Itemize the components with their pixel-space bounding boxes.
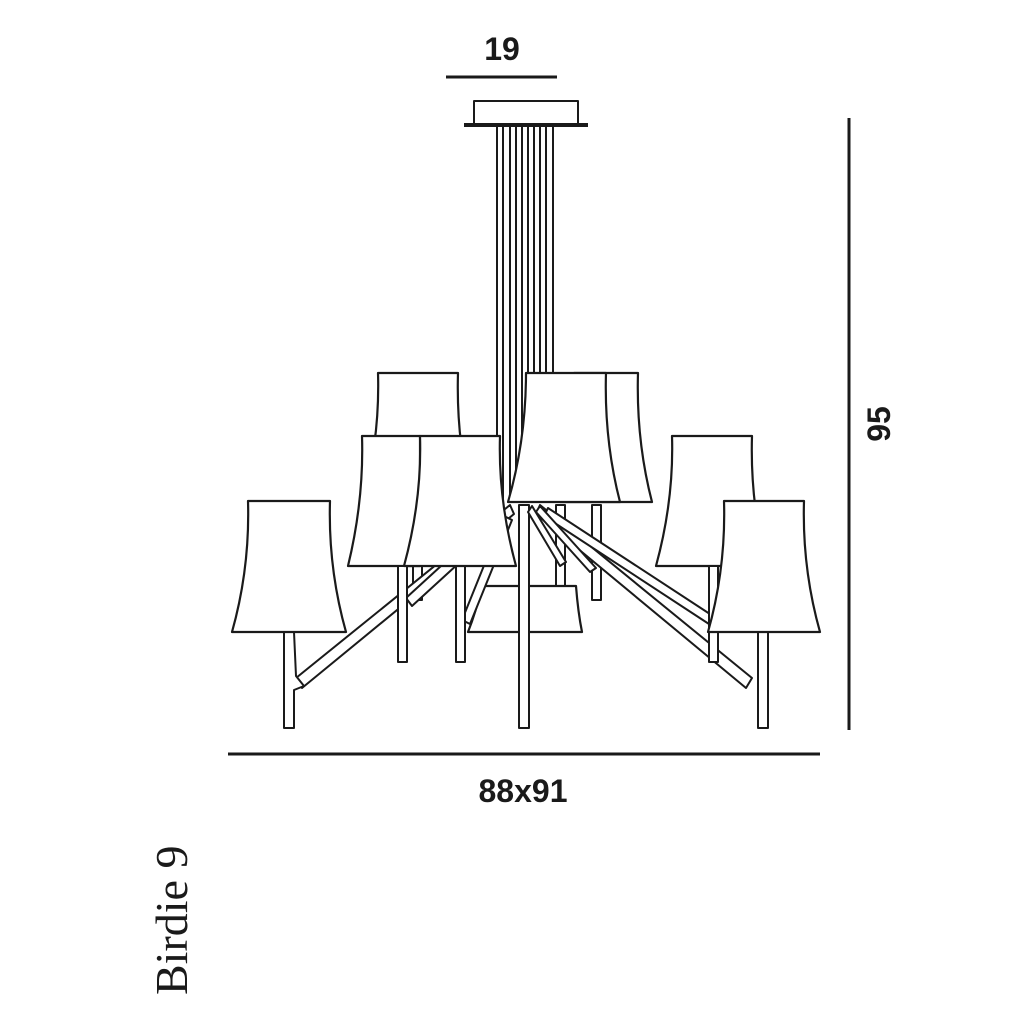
lamp-shade <box>402 434 518 568</box>
overall-width-dimension: 88x91 <box>228 752 820 809</box>
overall-width-label: 88x91 <box>479 773 568 809</box>
height-label: 95 <box>861 406 897 442</box>
lamp-stem <box>455 565 466 663</box>
height-dimension: 95 <box>847 118 897 730</box>
product-name: Birdie 9 <box>146 846 197 995</box>
lamp-stem <box>397 565 408 663</box>
lamp-shade <box>706 499 822 634</box>
lamp-shade <box>506 371 622 504</box>
lamp-arm <box>535 505 597 573</box>
lamp-arm <box>527 505 567 567</box>
canopy-width-label: 19 <box>484 31 520 67</box>
canopy-width-dimension: 19 <box>446 31 557 79</box>
lamp-shade <box>230 499 348 634</box>
front-row-lamps <box>230 371 822 634</box>
lamp-stem <box>757 631 769 729</box>
lamp-stem <box>283 631 305 729</box>
lamp-shade <box>346 434 422 568</box>
ceiling-canopy <box>464 100 588 127</box>
lamp-stem <box>518 504 530 729</box>
canopy-body <box>473 100 579 125</box>
